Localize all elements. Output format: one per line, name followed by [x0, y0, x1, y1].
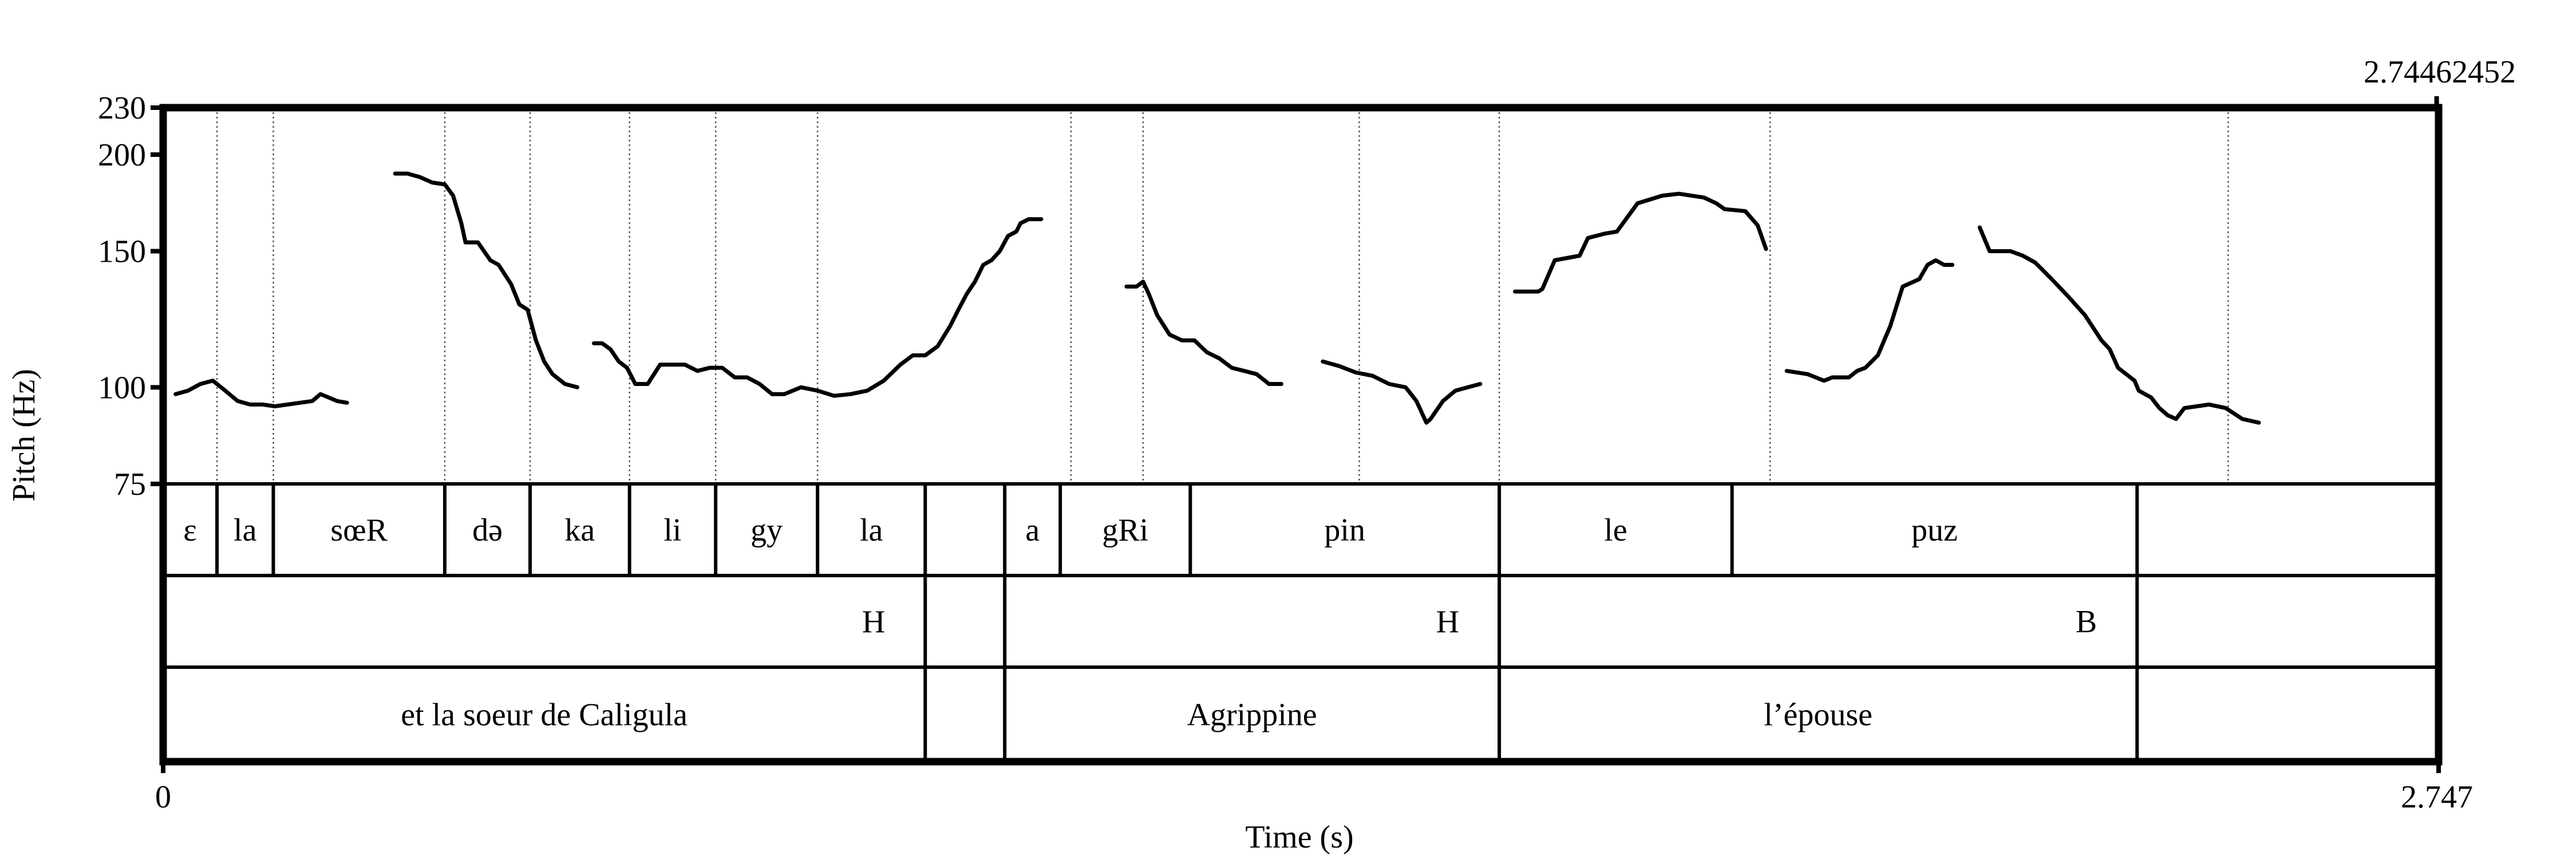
syllable-label: gRi — [1102, 513, 1148, 548]
plot-frame — [159, 104, 2443, 766]
syllable-label: puz — [1911, 513, 1958, 548]
word-label: Agrippine — [1187, 698, 1317, 733]
x-tick-label: 0 — [155, 779, 171, 815]
y-tick-label: 230 — [98, 90, 146, 126]
syllable-label: li — [663, 513, 681, 548]
y-tick-label: 75 — [114, 467, 146, 502]
pitch-contour-line — [1124, 279, 1283, 386]
tone-label: H — [862, 604, 885, 640]
syllable-label: də — [472, 513, 503, 548]
pitch-contour-line — [393, 171, 579, 389]
syllable-label: gy — [750, 513, 783, 548]
syllable-label: ɛ — [183, 513, 197, 548]
word-label: l’épouse — [1764, 698, 1872, 733]
pitch-contour-line — [173, 379, 349, 408]
pitch-contour-line — [1513, 191, 1768, 294]
pitch-contour-line — [1784, 258, 1955, 383]
cursor-time-label: 2.74462452 — [2364, 54, 2516, 90]
tone-label: B — [2076, 604, 2097, 640]
pitch-contour-line — [1977, 225, 2261, 425]
axes: 75 100 150 200 230 0 2.747 2.74462452 — [98, 54, 2516, 815]
pitch-contour-line — [592, 217, 1044, 398]
syllable-label: le — [1604, 513, 1627, 548]
syllable-label: pin — [1324, 513, 1365, 548]
y-tick-label: 200 — [98, 137, 146, 173]
x-tick-label: 2.747 — [2401, 779, 2473, 815]
x-axis-title: Time (s) — [1245, 819, 1353, 855]
syllable-label: a — [1025, 513, 1040, 548]
syllable-label: la — [860, 513, 883, 548]
tone-label: H — [1436, 604, 1459, 640]
syllable-label: la — [234, 513, 257, 548]
y-tick-label: 150 — [98, 234, 146, 270]
syllable-label: ka — [564, 513, 595, 548]
syllable-label: sœR — [330, 513, 388, 548]
pitch-contour-line — [1321, 359, 1483, 425]
boundary-lines — [216, 108, 2229, 484]
y-tick-label: 100 — [98, 370, 146, 405]
pitch-contours — [173, 171, 2261, 425]
word-label: et la soeur de Caligula — [401, 698, 688, 733]
y-axis-title: Pitch (Hz) — [6, 369, 42, 502]
